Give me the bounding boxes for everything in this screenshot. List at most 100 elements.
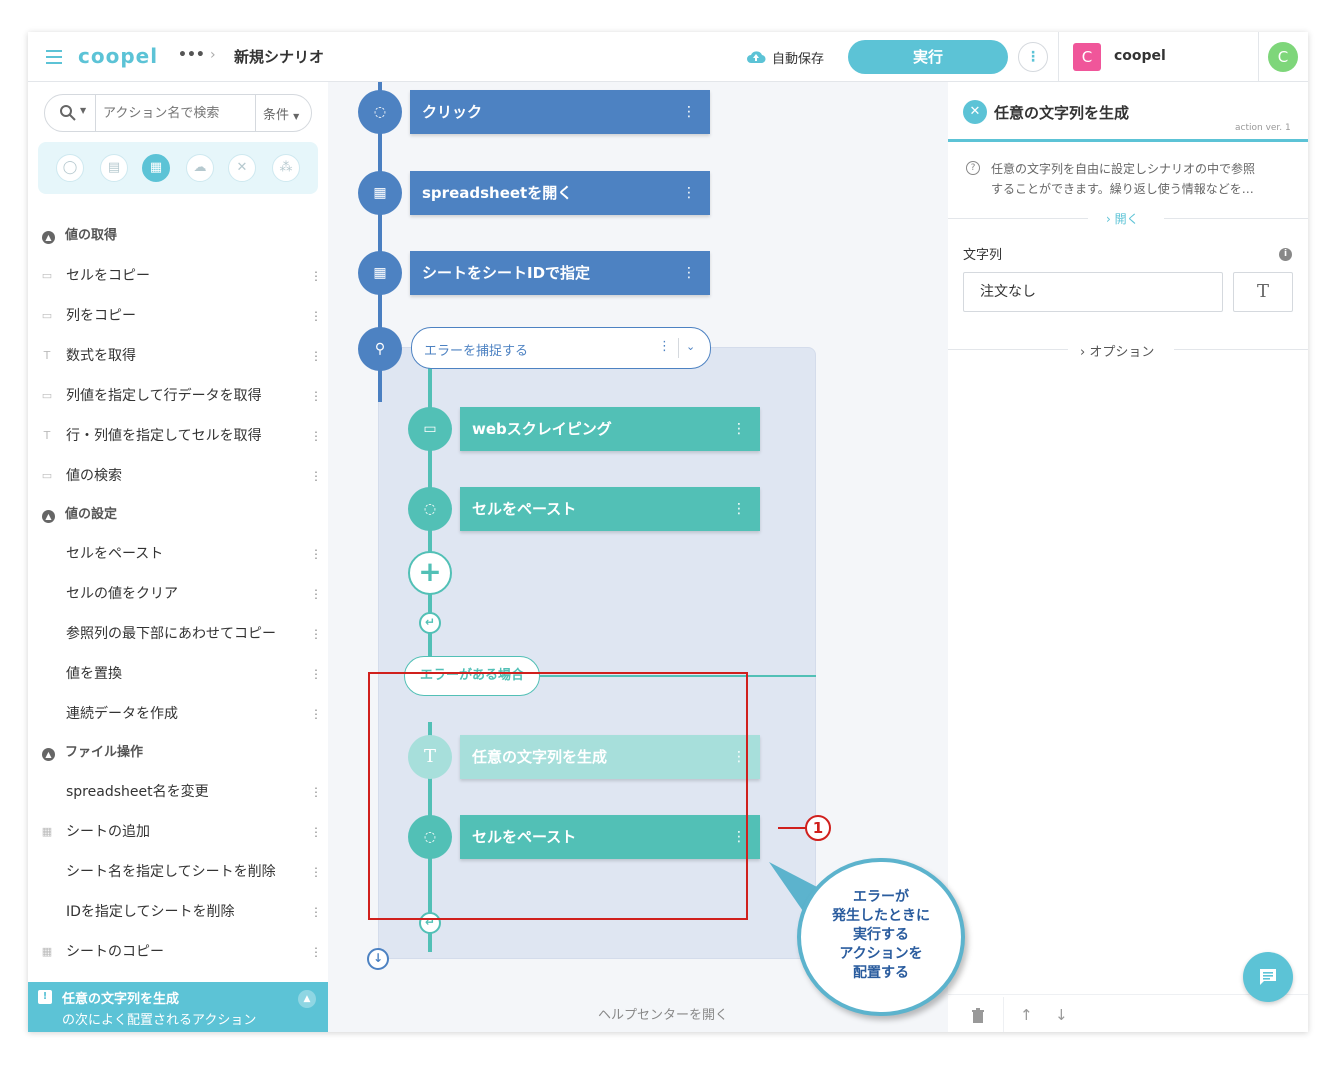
user-avatar[interactable]: C [1268, 42, 1298, 72]
more-icon[interactable]: ⋮ [658, 339, 671, 354]
section-header[interactable]: ▲ファイル操作 [42, 743, 143, 763]
more-icon[interactable]: ⋮ [310, 587, 322, 601]
more-icon[interactable]: ⋮ [310, 547, 322, 561]
more-icon[interactable]: ⋮ [310, 469, 322, 483]
help-center-link[interactable]: ヘルプセンターを開く [598, 1008, 729, 1023]
list-item[interactable]: セルをペースト⋮ [38, 543, 322, 565]
globe-icon[interactable]: ◯ [56, 154, 84, 182]
more-breadcrumb-button[interactable]: ••• [178, 47, 205, 63]
more-icon[interactable]: ⋮ [310, 429, 322, 443]
spreadsheet-icon[interactable]: ▦ [142, 154, 170, 182]
chevron-down-icon[interactable]: ⌄ [686, 340, 696, 353]
chevron-up-icon[interactable]: ▲ [298, 990, 316, 1008]
blocks-icon[interactable]: ⁂ [272, 154, 300, 182]
hamburger-icon[interactable] [46, 50, 62, 64]
more-icon[interactable]: ⋮ [682, 265, 696, 281]
more-icon[interactable]: ⋮ [682, 185, 696, 201]
suggestion-footer[interactable]: ! 任意の文字列を生成 の次によく配置されるアクション ▲ [28, 982, 328, 1032]
text-icon[interactable]: T [408, 735, 452, 779]
workspace-avatar[interactable]: C [1073, 43, 1101, 71]
more-icon[interactable]: ⋮ [310, 349, 322, 363]
more-icon[interactable]: ⋮ [310, 865, 322, 879]
more-icon[interactable]: ⋮ [732, 421, 746, 437]
arrow-up-icon[interactable]: ↑ [1020, 1006, 1033, 1024]
list-item[interactable]: セルの値をクリア⋮ [38, 583, 322, 605]
tools-icon[interactable]: ✕ [228, 154, 256, 182]
more-icon[interactable]: ⋮ [310, 627, 322, 641]
more-icon[interactable]: ⋮ [310, 945, 322, 959]
error-catch-icon[interactable]: ⚲ [358, 327, 402, 371]
coopel-logo[interactable]: coopel [78, 44, 159, 68]
list-item[interactable]: 連続データを作成⋮ [38, 703, 322, 725]
click-node-icon[interactable]: ◌ [358, 90, 402, 134]
paste-cell-icon[interactable]: ◌ [408, 815, 452, 859]
list-item[interactable]: 参照列の最下部にあわせてコピー⋮ [38, 623, 322, 645]
sheet-grid-icon[interactable]: ▦ [358, 251, 402, 295]
section-header[interactable]: ▲値の設定 [42, 505, 117, 525]
step-card[interactable]: spreadsheetを開く⋮ [410, 171, 710, 215]
step-card[interactable]: セルをペースト⋮ [460, 487, 760, 531]
bubble-line: 発生したときに [832, 908, 930, 924]
paste-cell-icon[interactable]: ◌ [408, 487, 452, 531]
list-item[interactable]: ▭値の検索⋮ [38, 465, 322, 487]
spreadsheet-icon[interactable]: ▦ [358, 171, 402, 215]
list-item[interactable]: ▭列値を指定して行データを取得⋮ [38, 385, 322, 407]
more-icon[interactable]: ⋮ [310, 309, 322, 323]
list-item[interactable]: IDを指定してシートを削除⋮ [38, 901, 322, 923]
category-icon-bar: ◯ ▤ ▦ ☁ ✕ ⁂ [38, 142, 318, 194]
more-icon[interactable]: ⋮ [732, 749, 746, 765]
more-icon[interactable]: ⋮ [310, 785, 322, 799]
chat-button[interactable] [1243, 952, 1293, 1002]
list-item[interactable]: シート名を指定してシートを削除⋮ [38, 861, 322, 883]
catch-block-header[interactable]: エラーがある場合 [404, 656, 540, 696]
more-icon[interactable]: ⋮ [682, 104, 696, 120]
autosave-status[interactable]: 自動保存 [772, 52, 825, 67]
return-icon: ↵ [419, 612, 441, 634]
list-item[interactable]: ▦シートの追加⋮ [38, 821, 322, 843]
list-item[interactable]: ▭列をコピー⋮ [38, 305, 322, 327]
more-icon[interactable]: ⋮ [310, 269, 322, 283]
arrow-down-icon[interactable]: ↓ [1055, 1006, 1068, 1024]
cloud-icon[interactable]: ☁ [186, 154, 214, 182]
search-input[interactable] [103, 101, 253, 125]
text-type-toggle[interactable]: T [1233, 272, 1293, 312]
run-button[interactable]: 実行 [848, 40, 1008, 74]
more-icon[interactable]: ⋮ [310, 389, 322, 403]
step-card[interactable]: クリック⋮ [410, 90, 710, 134]
info-icon[interactable]: i [1279, 248, 1292, 261]
string-input[interactable]: 注文なし [963, 272, 1223, 312]
step-card[interactable]: webスクレイピング⋮ [460, 407, 760, 451]
more-icon[interactable]: ⋮ [310, 667, 322, 681]
more-icon[interactable]: ⋮ [310, 905, 322, 919]
scenario-name[interactable]: 新規シナリオ [234, 48, 325, 66]
expand-description-link[interactable]: › 開く [1106, 212, 1139, 226]
workspace-name[interactable]: coopel [1114, 48, 1166, 64]
collapse-icon[interactable]: ↓ [367, 948, 389, 970]
bubble-line: アクションを [839, 946, 923, 962]
list-item[interactable]: ▦シートのコピー⋮ [38, 941, 322, 963]
step-card[interactable]: シートをシートIDで指定⋮ [410, 251, 710, 295]
try-block-header[interactable]: エラーを捕捉する ⋮ ⌄ [411, 327, 711, 369]
trash-icon[interactable] [970, 1008, 986, 1024]
list-item[interactable]: ▭セルをコピー⋮ [38, 265, 322, 287]
list-item[interactable]: spreadsheet名を変更⋮ [38, 781, 322, 803]
more-icon[interactable]: ⋮ [310, 707, 322, 721]
step-card[interactable]: セルをペースト⋮ [460, 815, 760, 859]
filter-dropdown[interactable]: 条件 ▼ [263, 108, 300, 123]
section-header[interactable]: ▲値の取得 [42, 226, 117, 246]
excel-icon[interactable]: ▤ [100, 154, 128, 182]
more-icon[interactable]: ⋮ [732, 501, 746, 517]
flow-line [378, 82, 382, 402]
list-item[interactable]: 値を置換⋮ [38, 663, 322, 685]
more-icon[interactable]: ⋮ [732, 829, 746, 845]
step-card-selected[interactable]: 任意の文字列を生成⋮ [460, 735, 760, 779]
add-step-button[interactable]: + [408, 551, 452, 595]
highlight-box [368, 672, 748, 920]
web-scraping-icon[interactable]: ▭ [408, 407, 452, 451]
more-icon[interactable]: ⋮ [310, 825, 322, 839]
options-toggle[interactable]: › オプション [1080, 345, 1155, 360]
more-options-button[interactable]: ⋮ [1018, 42, 1048, 72]
search-icon[interactable] [59, 104, 77, 122]
